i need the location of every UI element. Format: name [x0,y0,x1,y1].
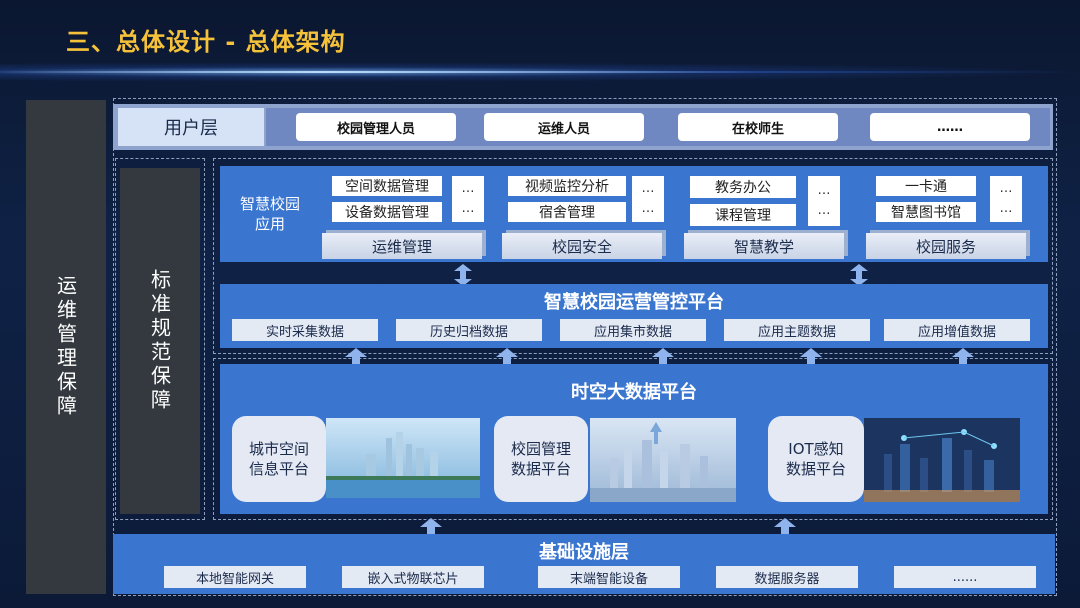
up-arrow-icon [496,348,518,366]
user-item: 运维人员 [484,113,644,141]
page-title: 三、总体设计 - 总体架构 [66,28,346,56]
app-item: 教务办公 [690,176,796,198]
infra-item: ...... [894,566,1036,588]
ops-data-item: 实时采集数据 [232,319,378,341]
standards-guarantee-bar: 标准规范保障 [120,168,200,514]
app-group-校园安全: 校园安全 [502,233,662,259]
app-group-智慧教学: 智慧教学 [684,233,844,259]
bigdata-dashed-frame [213,358,1053,520]
app-more: …… [452,176,484,222]
ops-data-item: 历史归档数据 [396,319,542,341]
app-more: …… [808,176,840,226]
infra-layer-title: 基础设施层 [539,542,629,563]
ops-data-item: 应用增值数据 [884,319,1030,341]
infra-item: 嵌入式物联芯片 [342,566,484,588]
double-arrow-icon [850,264,868,286]
bigdata-platform-title: 时空大数据平台 [571,382,697,403]
double-arrow-icon [454,264,472,286]
ops-guarantee-bar: 运维管理保障 [26,100,106,594]
up-arrow-icon [952,348,974,366]
app-layer-label-line2: 应用 [254,215,285,233]
ops-data-item: 应用集市数据 [560,319,706,341]
app-group-校园服务: 校园服务 [866,233,1026,259]
user-item: 在校师生 [678,113,838,141]
infra-item: 末端智能设备 [538,566,680,588]
data-city-image [590,418,736,502]
ops-data-item: 应用主题数据 [724,319,870,341]
app-more: …… [632,176,664,222]
up-arrow-icon [420,518,442,536]
app-item: 课程管理 [690,204,796,226]
up-arrow-icon [652,348,674,366]
user-item: 校园管理人员 [296,113,456,141]
std-dashed-frame [115,158,205,520]
standards-guarantee-label: 标准规范保障 [147,269,172,413]
app-item: 视频监控分析 [508,176,626,196]
up-arrow-icon [774,518,796,536]
app-dashed-frame [213,158,1053,354]
bigdata-card: 校园管理数据平台 [494,416,588,502]
app-layer-label: 智慧校园 应用 [228,194,312,234]
outer-dashed-frame [113,98,1057,596]
app-item: 空间数据管理 [332,176,442,196]
app-item: 一卡通 [876,176,976,196]
app-more: …… [990,176,1022,222]
bigdata-card: 城市空间信息平台 [232,416,326,502]
up-arrow-icon [800,348,822,366]
app-group-运维管理: 运维管理 [322,233,482,259]
header-divider [0,71,1080,73]
app-item: 智慧图书馆 [876,202,976,222]
user-item: …… [870,113,1030,141]
bigdata-card: IOT感知数据平台 [768,416,864,502]
infra-item: 数据服务器 [716,566,858,588]
up-arrow-icon [345,348,367,366]
infra-item: 本地智能网关 [164,566,306,588]
ops-platform-title: 智慧校园运营管控平台 [544,292,724,313]
user-layer-label: 用户层 [118,108,264,146]
app-item: 设备数据管理 [332,202,442,222]
iot-city-image [864,418,1020,502]
ops-guarantee-label: 运维管理保障 [53,275,78,419]
app-item: 宿舍管理 [508,202,626,222]
app-layer-label-line1: 智慧校园 [239,195,300,213]
city-skyline-image [326,418,480,498]
